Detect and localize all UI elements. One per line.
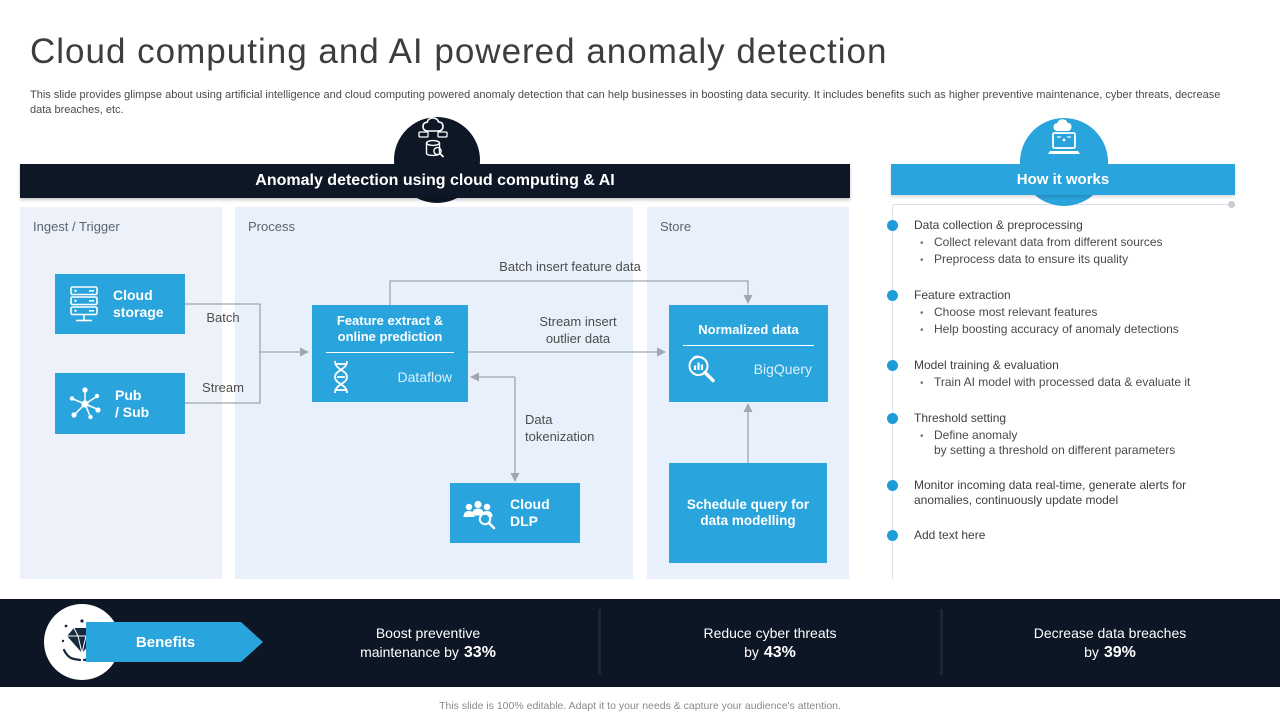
edge-label-data-tokenization: Data tokenization — [525, 412, 595, 444]
edge-label-stream: Stream — [202, 380, 244, 395]
bullet-text: Choose most relevant features — [934, 305, 1098, 319]
bullet-text: Define anomaly by setting a threshold on… — [934, 428, 1176, 457]
how-it-works-list: Data collection & preprocessing Collect … — [880, 218, 1240, 563]
bullet-dot-icon — [887, 413, 898, 424]
list-item: Data collection & preprocessing Collect … — [880, 218, 1240, 268]
laptop-cloud-icon — [1040, 118, 1088, 206]
column-label-process: Process — [248, 219, 295, 234]
node-cloud-dlp: Cloud DLP — [450, 483, 580, 543]
edge-label-batch: Batch — [206, 310, 240, 325]
divider — [598, 609, 601, 675]
edge-label-stream-insert: Stream insert outlier data — [539, 314, 617, 346]
item-title: Monitor incoming data real-time, generat… — [914, 478, 1187, 507]
item-bullet: Collect relevant data from different sou… — [914, 235, 1240, 251]
server-stack-icon — [65, 284, 103, 324]
separator — [326, 351, 454, 353]
node-label: Cloud storage — [113, 287, 164, 320]
item-title: Threshold setting — [914, 411, 1007, 425]
magnifier-chart-icon — [685, 352, 719, 386]
people-magnifier-icon — [460, 495, 500, 531]
node-label: Cloud DLP — [510, 496, 550, 529]
node-pub-sub: Pub / Sub — [55, 373, 185, 434]
item-bullet: Train AI model with processed data & eva… — [914, 375, 1240, 391]
bullet-marker — [920, 235, 934, 251]
list-item: Feature extraction Choose most relevant … — [880, 288, 1240, 338]
bullet-marker — [920, 305, 934, 321]
node-title: Feature extract & online prediction — [336, 312, 444, 344]
item-title: Data collection & preprocessing — [914, 218, 1083, 232]
bullet-marker — [920, 252, 934, 268]
page-title: Cloud computing and AI powered anomaly d… — [30, 32, 888, 71]
benefit-text: Boost preventive maintenance by — [360, 625, 481, 660]
column-label-ingest: Ingest / Trigger — [33, 219, 120, 234]
edge-label-batch-insert: Batch insert feature data — [499, 259, 641, 274]
item-bullet: Choose most relevant features — [914, 305, 1240, 321]
bullet-text: Train AI model with processed data & eva… — [934, 375, 1191, 389]
node-schedule-query: Schedule query for data modelling — [669, 463, 827, 563]
list-item: Add text here — [880, 528, 1240, 543]
benefit-text: Reduce cyber threats by — [703, 625, 837, 660]
bullet-marker — [920, 375, 934, 391]
cloud-ai-database-icon — [414, 117, 460, 203]
column-label-store: Store — [660, 219, 692, 234]
how-it-works-banner: How it works — [891, 164, 1235, 195]
separator — [683, 344, 814, 346]
benefit-value: 39% — [1103, 644, 1136, 661]
node-feature-extract: Feature extract & online prediction Data… — [312, 305, 468, 402]
bullet-dot-icon — [887, 220, 898, 231]
list-item: Monitor incoming data real-time, generat… — [880, 478, 1240, 508]
benefits-bar: Benefits Boost preventive maintenance by… — [0, 599, 1280, 687]
timeline-rule-dot — [1228, 201, 1235, 208]
bullet-dot-icon — [887, 480, 898, 491]
timeline-line — [892, 205, 893, 579]
item-title: Feature extraction — [914, 288, 1011, 302]
list-item: Model training & evaluation Train AI mod… — [880, 358, 1240, 391]
bullet-text: Collect relevant data from different sou… — [934, 235, 1163, 249]
benefits-label: Benefits — [135, 633, 196, 651]
node-tool-label: Dataflow — [397, 368, 452, 385]
node-cloud-storage: Cloud storage — [55, 274, 185, 334]
footer-note: This slide is 100% editable. Adapt it to… — [439, 700, 841, 712]
bullet-marker — [920, 428, 934, 458]
dna-helix-icon — [328, 359, 354, 395]
divider — [940, 609, 943, 675]
item-bullet: Define anomaly by setting a threshold on… — [914, 428, 1240, 458]
bullet-text: Help boosting accuracy of anomaly detect… — [934, 322, 1179, 336]
node-normalized-data: Normalized data BigQuery — [669, 305, 828, 402]
list-item: Threshold setting Define anomaly by sett… — [880, 411, 1240, 458]
bullet-marker — [920, 322, 934, 338]
node-tool-label: BigQuery — [753, 360, 812, 377]
diagram-banner: Anomaly detection using cloud computing … — [20, 164, 850, 198]
item-title: Add text here — [914, 528, 986, 542]
benefit-value: 33% — [463, 644, 496, 661]
benefit-value: 43% — [763, 644, 796, 661]
page-subtitle: This slide provides glimpse about using … — [30, 89, 1221, 116]
node-title: Normalized data — [698, 321, 799, 337]
bullet-dot-icon — [887, 530, 898, 541]
item-bullet: Preprocess data to ensure its quality — [914, 252, 1240, 268]
bullet-dot-icon — [887, 290, 898, 301]
bullet-text: Preprocess data to ensure its quality — [934, 252, 1129, 266]
bullet-dot-icon — [887, 360, 898, 371]
benefits-label-banner: Benefits — [86, 622, 263, 662]
node-label: Pub / Sub — [115, 386, 150, 420]
item-title: Model training & evaluation — [914, 358, 1059, 372]
item-bullet: Help boosting accuracy of anomaly detect… — [914, 322, 1240, 338]
node-title: Schedule query for data modelling — [686, 497, 810, 528]
hub-network-icon — [65, 384, 105, 424]
benefit-text: Decrease data breaches by — [1033, 625, 1187, 660]
